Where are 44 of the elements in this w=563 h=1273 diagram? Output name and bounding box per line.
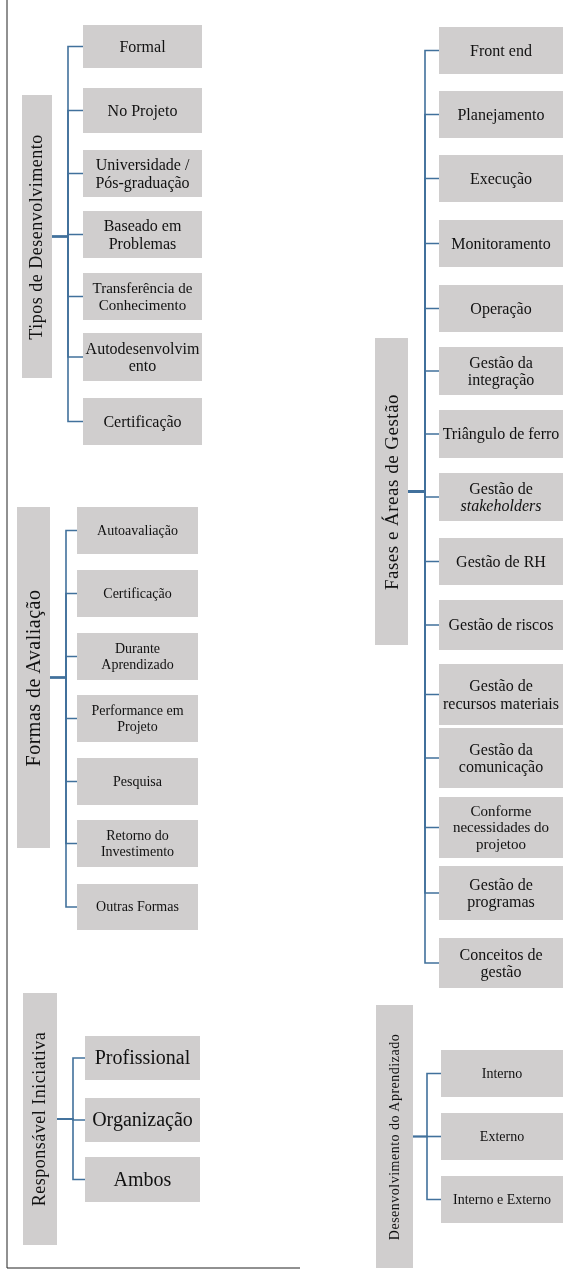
item-box: Gestão de RH (439, 538, 563, 585)
item-box: Performance em Projeto (77, 695, 198, 742)
item-box: Front end (439, 27, 563, 74)
item-box: Autoavaliação (77, 507, 198, 554)
category-label-box: Fases e Áreas de Gestão (375, 338, 408, 645)
item-box: Profissional (85, 1036, 200, 1080)
item-box: Certificação (77, 570, 198, 617)
item-box: Conforme necessidades do projetoo (439, 797, 563, 858)
item-box: Externo (441, 1113, 563, 1160)
item-box: Gestão da comunicação (439, 728, 563, 788)
item-box: Gestão de recursos materiais (439, 664, 563, 725)
item-box: Gestão da integração (439, 347, 563, 395)
category-label-box: Formas de Avaliação (17, 507, 50, 848)
connector-line (412, 1135, 442, 1201)
category-label-box: Desenvolvimento do Aprendizado (376, 1005, 413, 1268)
category-label-box: Responsável Iniciativa (23, 993, 57, 1245)
item-box: Triângulo de ferro (439, 410, 563, 458)
item-box: Autodesenvolvimento (83, 333, 202, 381)
item-box: No Projeto (83, 88, 202, 133)
item-box: Baseado em Problemas (83, 211, 202, 258)
item-box: Ambos (85, 1157, 200, 1202)
item-box: Gestão de stakeholders (439, 473, 563, 521)
item-box: Formal (83, 25, 202, 68)
item-box: Planejamento (439, 91, 563, 138)
item-box: Pesquisa (77, 758, 198, 805)
item-box: Universidade / Pós-graduação (83, 150, 202, 197)
connector-line (49, 676, 78, 908)
connector-line (51, 235, 84, 423)
item-box: Certificação (83, 398, 202, 445)
item-box: Gestão de riscos (439, 600, 563, 650)
connector-line (56, 1118, 86, 1181)
item-box: Durante Aprendizado (77, 633, 198, 680)
item-box: Outras Formas (77, 884, 198, 930)
item-box: Transferência de Conhecimento (83, 273, 202, 320)
item-box: Monitoramento (439, 220, 563, 267)
item-box: Execução (439, 155, 563, 202)
item-box: Operação (439, 285, 563, 332)
item-box: Retorno do Investimento (77, 820, 198, 867)
category-label-box: Tipos de Desenvolvimento (22, 95, 52, 378)
item-box: Interno e Externo (441, 1176, 563, 1223)
item-box: Gestão de programas (439, 866, 563, 920)
item-box: Interno (441, 1050, 563, 1097)
item-box: Organização (85, 1098, 200, 1142)
item-box: Conceitos de gestão (439, 938, 563, 988)
